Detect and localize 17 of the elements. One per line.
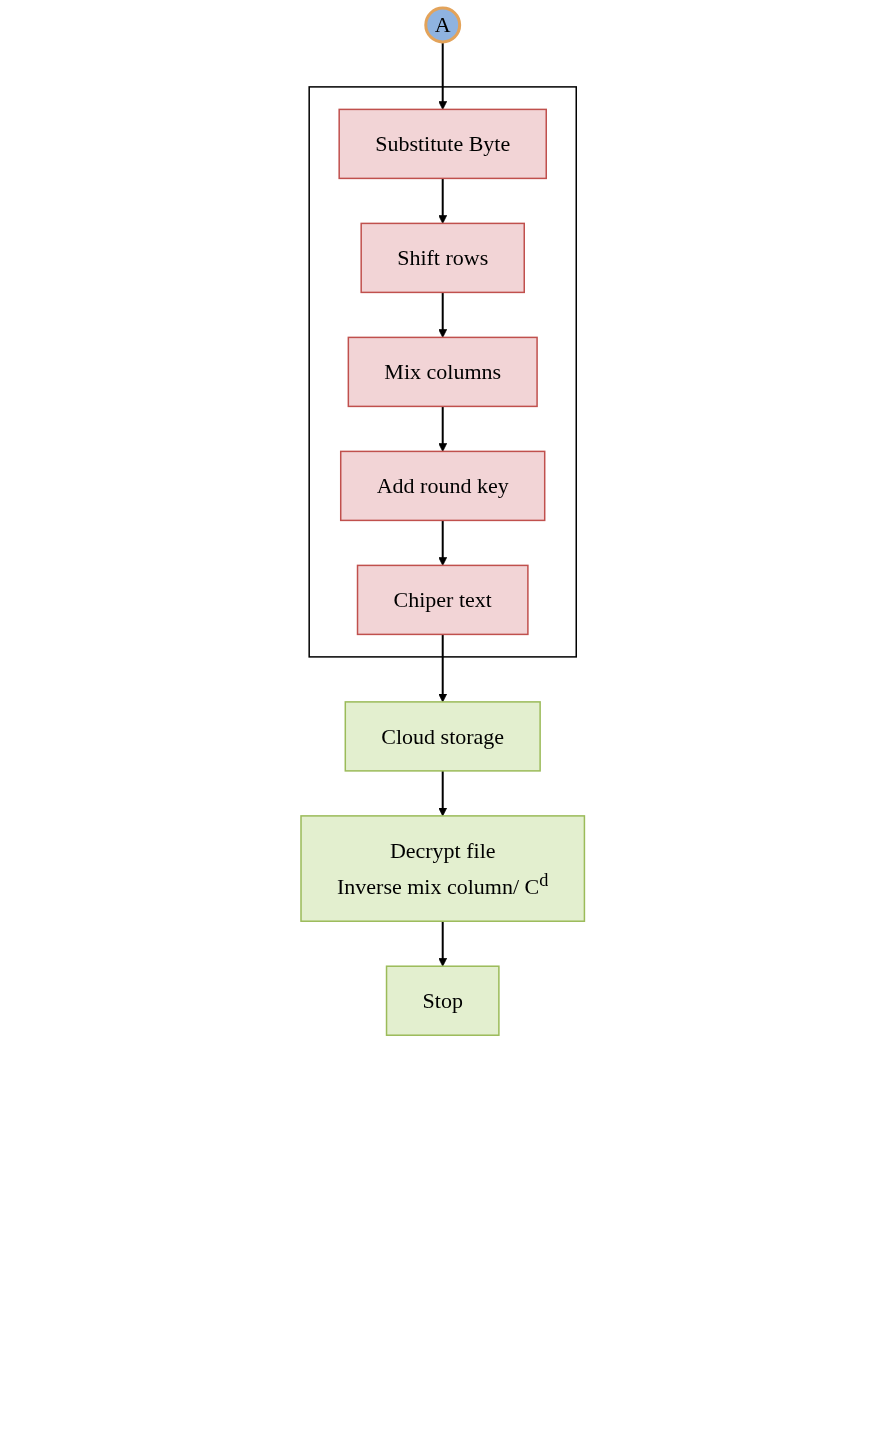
node-box: Stop	[385, 965, 500, 1036]
arrow	[438, 291, 447, 338]
cluster	[308, 86, 577, 658]
node-circle: A	[424, 6, 461, 44]
arrow	[438, 769, 447, 817]
node-box: Shift rows	[360, 222, 525, 294]
node-box: Chiper text	[356, 564, 529, 636]
node-box: Cloud storage	[344, 701, 541, 772]
node-box: Mix columns	[347, 336, 538, 408]
arrow	[438, 633, 447, 703]
node-box: Decrypt file Inverse mix column/ C$^{d}$	[300, 815, 585, 922]
arrow	[438, 920, 447, 967]
node-box: Substitute Byte	[338, 108, 547, 180]
arrow	[438, 177, 447, 224]
node-box: Add round key	[339, 450, 546, 522]
arrow	[438, 519, 447, 566]
arrow	[438, 405, 447, 452]
